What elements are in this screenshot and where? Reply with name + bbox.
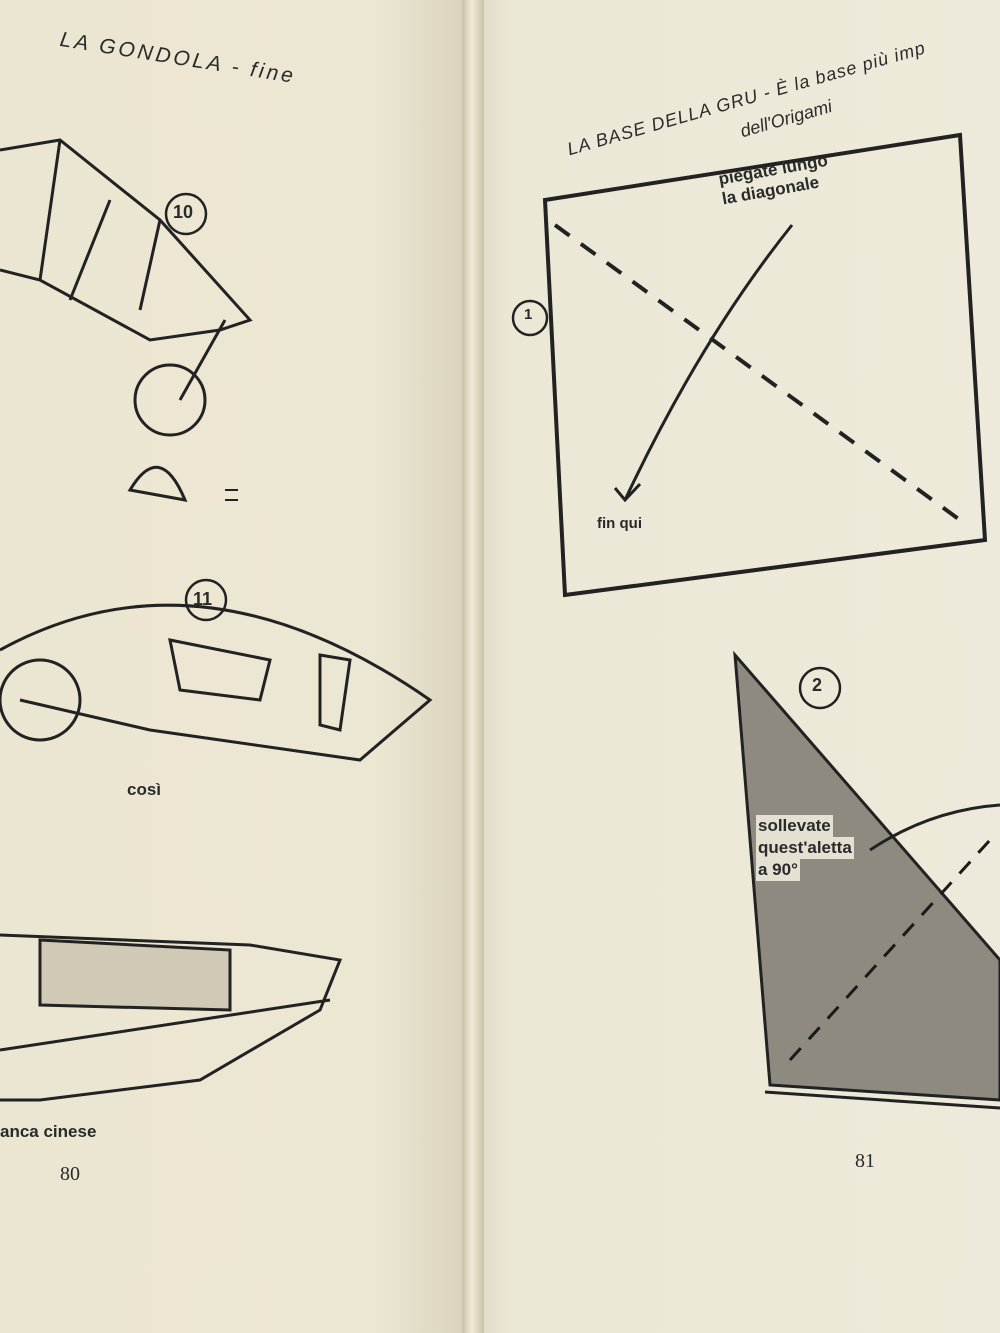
instruction-line: quest'aletta — [756, 837, 854, 859]
chinese-junk-drawing — [0, 933, 343, 1102]
book-spine-gutter — [462, 0, 484, 1333]
page-number-right: 81 — [855, 1150, 875, 1172]
step-2-triangle — [733, 650, 1000, 1110]
step-10-number: 10 — [173, 202, 194, 222]
step-10-marker — [164, 192, 208, 236]
gondola-step-10-drawing — [0, 138, 253, 502]
step-1-square — [542, 132, 988, 598]
page-number-left: 80 — [60, 1163, 80, 1185]
instruction-line: a 90° — [756, 859, 800, 881]
caption-junk: anca cinese — [0, 1122, 97, 1141]
caption-cosi: così — [127, 780, 162, 799]
step-11-marker — [184, 578, 228, 622]
left-page — [0, 0, 470, 1333]
step-1-number: 1 — [524, 306, 533, 323]
step-1-marker — [511, 299, 549, 337]
step-1-target-label: fin qui — [597, 515, 642, 532]
instruction-line: sollevate — [756, 815, 833, 837]
step-11-number: 11 — [193, 589, 213, 609]
step-2-instruction: sollevate quest'aletta a 90° — [756, 815, 854, 881]
step-2-number: 2 — [812, 675, 823, 695]
step-2-marker — [798, 666, 842, 710]
gondola-step-11-drawing — [0, 603, 433, 762]
